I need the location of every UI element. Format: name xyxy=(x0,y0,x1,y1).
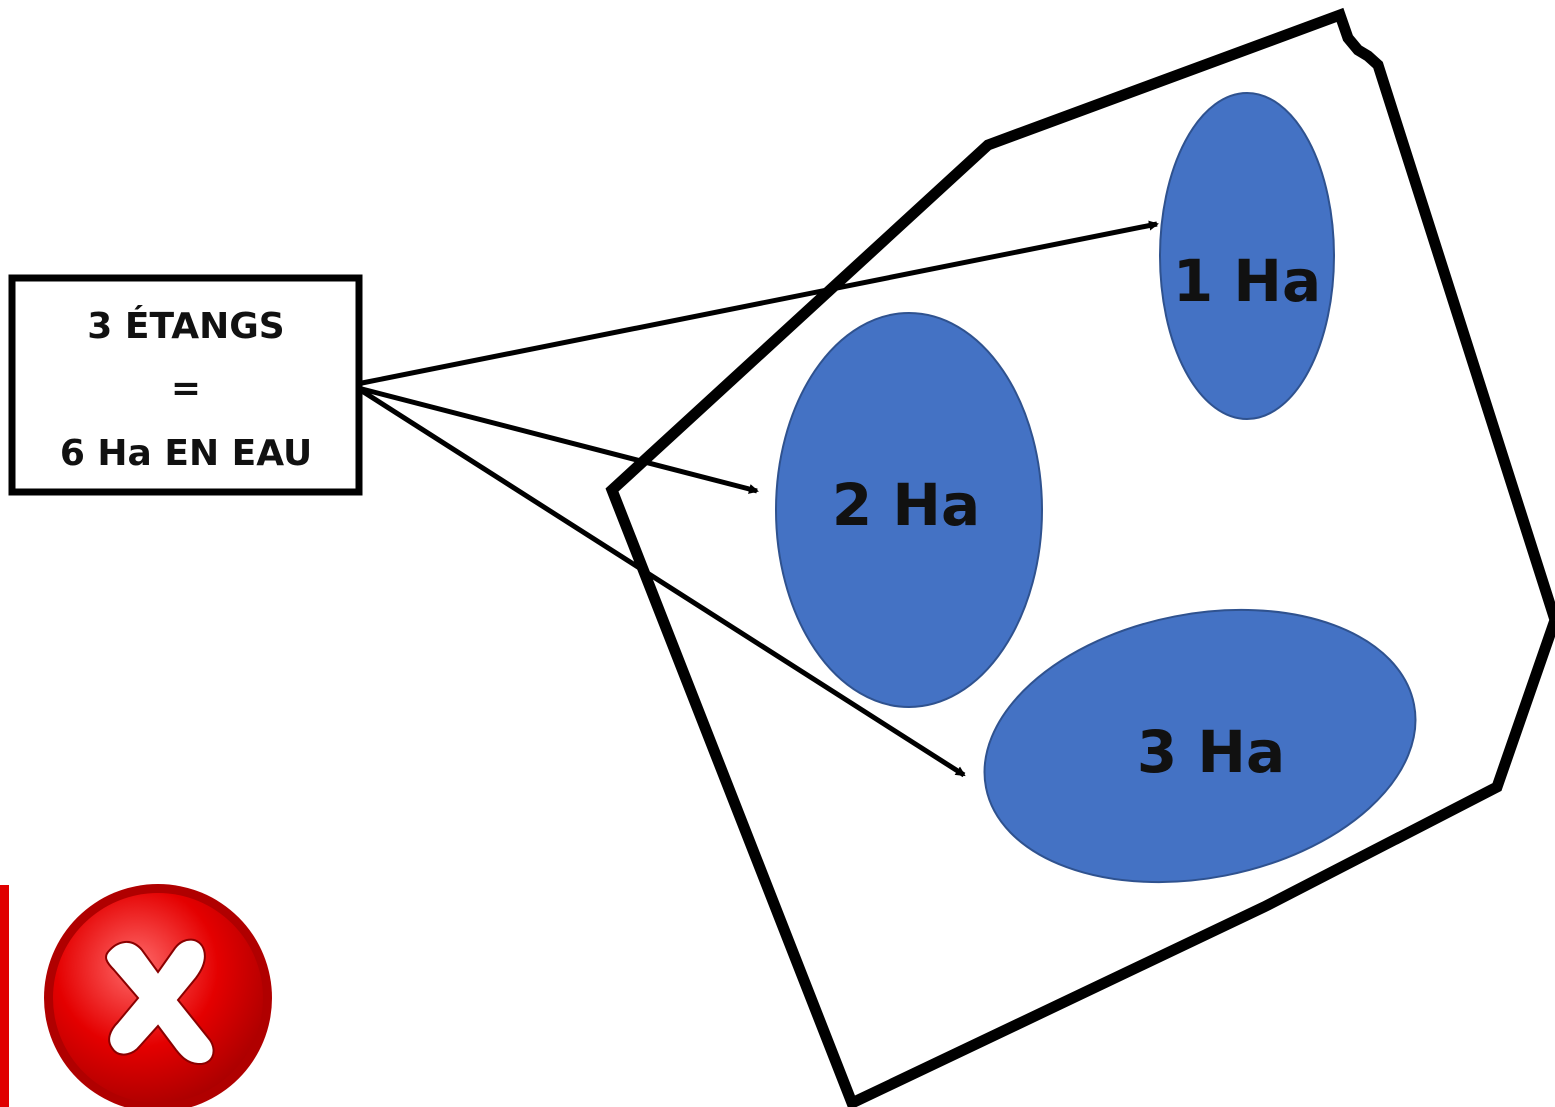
pond-2-shape xyxy=(775,312,1043,708)
pond-2-label: 2 Ha xyxy=(832,471,980,539)
summary-box-line-2: = xyxy=(171,368,201,409)
pond-1-label: 1 Ha xyxy=(1173,247,1321,315)
red-frame-edge xyxy=(0,885,9,1107)
arrow-to-pond-2 xyxy=(361,386,759,494)
pond-3: 3 Ha xyxy=(983,608,1417,884)
pond-2: 2 Ha xyxy=(775,312,1043,708)
arrow-to-pond-1 xyxy=(361,220,1159,386)
summary-box-line-3: 6 Ha EN EAU xyxy=(60,433,312,474)
pond-1: 1 Ha xyxy=(1159,92,1335,420)
red-x-icon-cross xyxy=(105,938,215,1066)
summary-box-frame xyxy=(8,274,363,496)
pond-1-shape xyxy=(1159,92,1335,420)
summary-box-line-1: 3 ÉTANGS xyxy=(87,305,284,347)
summary-box: 3 ÉTANGS = 6 Ha EN EAU xyxy=(8,274,363,496)
red-x-icon xyxy=(44,884,272,1107)
property-boundary xyxy=(605,7,1555,1107)
pond-3-label: 3 Ha xyxy=(1137,718,1285,786)
arrow-to-pond-3 xyxy=(360,388,966,778)
pond-3-shape xyxy=(983,608,1417,884)
